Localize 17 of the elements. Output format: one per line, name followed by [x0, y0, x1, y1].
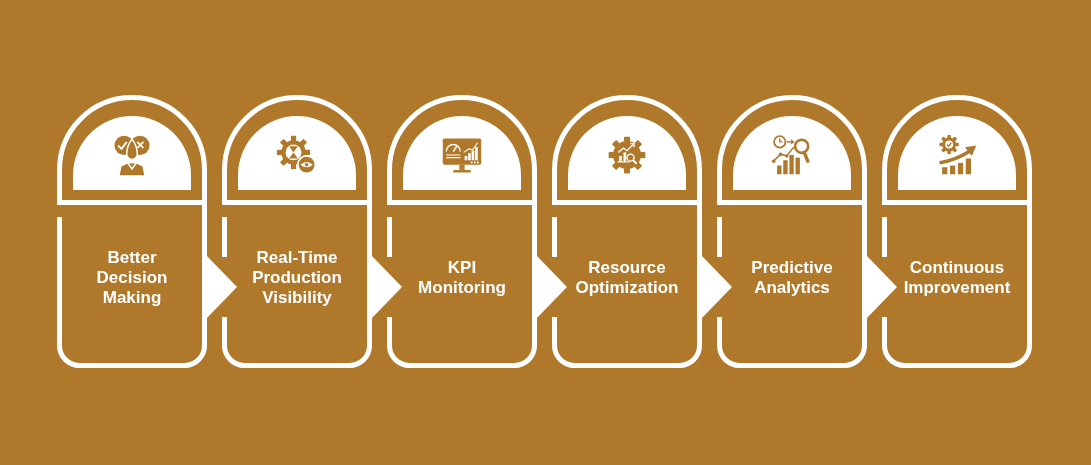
step-title: Better Decision Making — [95, 248, 169, 308]
step-title: Predictive Analytics — [750, 258, 834, 298]
arrow — [205, 254, 237, 320]
step-title: Resource Optimization — [574, 258, 680, 298]
arrow — [370, 254, 402, 320]
step-card — [882, 95, 1032, 368]
step-card — [552, 95, 702, 368]
arrow — [865, 254, 897, 320]
step-card — [57, 95, 207, 368]
step-title: Continuous Improvement — [902, 258, 1012, 298]
step-card — [387, 95, 537, 368]
step-title: Real-Time Production Visibility — [251, 248, 343, 308]
step-card — [717, 95, 867, 368]
step-card — [222, 95, 372, 368]
arrow — [535, 254, 567, 320]
step-title: KPI Monitoring — [417, 258, 507, 298]
arrow — [700, 254, 732, 320]
